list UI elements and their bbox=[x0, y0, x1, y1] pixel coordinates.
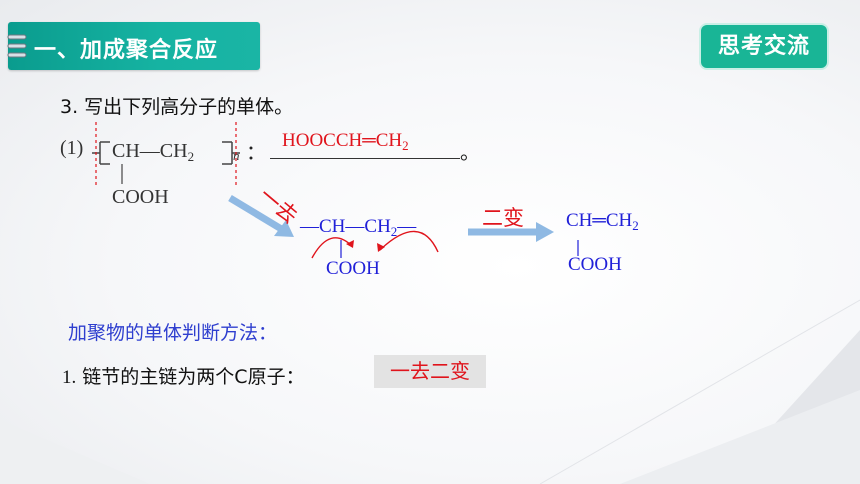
repeat-unit: CH—CH2 bbox=[112, 140, 195, 164]
part-label: (1) bbox=[60, 137, 84, 159]
section-title: 一、加成聚合反应 bbox=[34, 38, 219, 63]
step-change-label: 二变 bbox=[482, 206, 524, 230]
monomer-side-group: COOH bbox=[568, 254, 622, 275]
method-rule: 1. 链节的主链为两个C原子： bbox=[62, 366, 305, 388]
think-discuss-badge: 思考交流 bbox=[701, 25, 827, 68]
answer-formula: HOOCCH═CH2 bbox=[282, 130, 409, 153]
side-group: COOH bbox=[112, 186, 169, 208]
answer-colon: ： bbox=[246, 140, 266, 164]
section-title-bar: 一、加成聚合反应 bbox=[7, 22, 260, 70]
polymer-brackets bbox=[92, 122, 240, 186]
question-text: 3. 写出下列高分子的单体。 bbox=[60, 96, 294, 118]
answer-period: 。 bbox=[460, 140, 480, 164]
monomer-formula: CH═CH2 bbox=[566, 210, 639, 233]
answer-blank-line bbox=[270, 158, 460, 159]
fragment-formula: —CH—CH2— bbox=[300, 216, 417, 239]
binder-rings-icon bbox=[7, 34, 27, 58]
method-heading: 加聚物的单体判断方法： bbox=[68, 322, 278, 344]
repeat-n: n bbox=[233, 148, 240, 163]
rule-answer-box: 一去二变 bbox=[374, 355, 486, 388]
fragment-side-group: COOH bbox=[326, 258, 380, 279]
